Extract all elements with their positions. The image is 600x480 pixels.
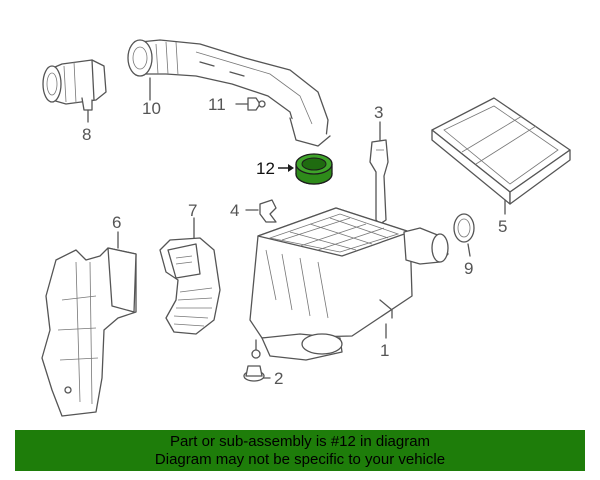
callout-2: 2 — [274, 369, 283, 388]
info-banner: Part or sub-assembly is #12 in diagram D… — [15, 430, 585, 471]
part-3-drawing[interactable] — [369, 121, 389, 225]
callout-9: 9 — [464, 259, 473, 278]
callout-11: 11 — [208, 95, 226, 114]
callout-6: 6 — [112, 213, 121, 232]
part-9-drawing[interactable] — [453, 213, 475, 257]
part-5-drawing[interactable] — [431, 97, 571, 215]
callout-7: 7 — [188, 201, 197, 220]
callout-8: 8 — [82, 125, 91, 144]
callout-10: 10 — [142, 99, 161, 118]
banner-line-2: Diagram may not be specific to your vehi… — [154, 451, 446, 468]
callout-5: 5 — [498, 217, 507, 236]
part-12-seal[interactable] — [278, 153, 333, 185]
part-1-drawing[interactable] — [249, 207, 449, 361]
part-6-drawing[interactable] — [41, 231, 137, 417]
parts-diagram: 8 10 11 3 12 4 6 7 5 9 1 2 — [41, 39, 571, 417]
part-7-drawing[interactable] — [159, 217, 221, 335]
part-11-drawing[interactable] — [235, 97, 266, 111]
part-10-drawing[interactable] — [127, 39, 331, 147]
callout-4: 4 — [230, 201, 239, 220]
callout-12: 12 — [256, 159, 275, 178]
callout-1: 1 — [380, 341, 389, 360]
part-2-drawing[interactable] — [243, 365, 271, 382]
part-8-drawing[interactable] — [42, 59, 107, 123]
banner-line-1: Part or sub-assembly is #12 in diagram — [169, 433, 431, 450]
part-4-drawing[interactable] — [245, 199, 277, 223]
callout-3: 3 — [374, 103, 383, 122]
